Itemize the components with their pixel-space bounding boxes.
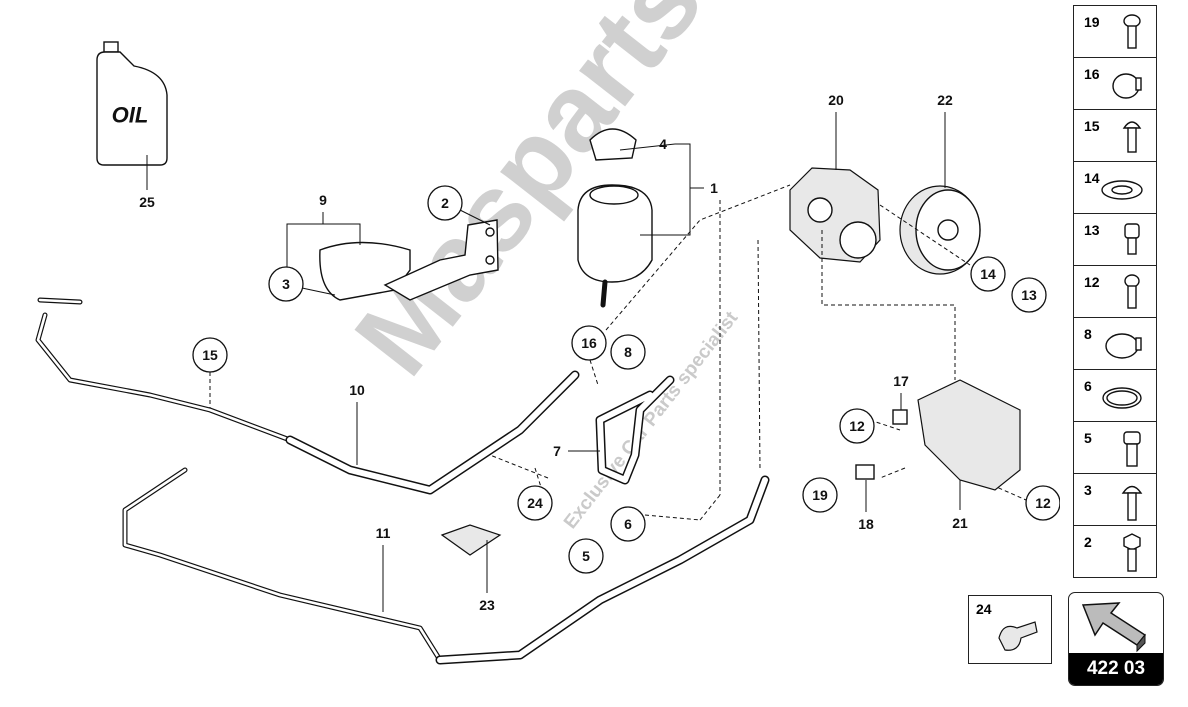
hardware-sidebar: 19 16 15 14 13 12 8 6 5 3 2 bbox=[1073, 5, 1157, 578]
callout-22: 22 bbox=[937, 92, 953, 108]
sidebar-item-3[interactable]: 3 bbox=[1074, 474, 1156, 526]
callout-1: 1 bbox=[710, 180, 718, 196]
callout-label: 15 bbox=[202, 347, 218, 363]
detail-box-24[interactable]: 24 bbox=[968, 595, 1052, 664]
reference-number: 422 03 bbox=[1069, 653, 1163, 685]
callout-5: 5 bbox=[568, 538, 604, 574]
pipe-clip-icon bbox=[998, 621, 1038, 651]
oil-label: OIL bbox=[112, 103, 149, 128]
callout-label: 6 bbox=[624, 516, 632, 532]
callout-17: 17 bbox=[893, 373, 909, 389]
callout-13: 13 bbox=[1011, 277, 1047, 313]
callout-label: 12 bbox=[1035, 495, 1051, 511]
callout-18: 18 bbox=[858, 516, 874, 532]
sidebar-item-16[interactable]: 16 bbox=[1074, 58, 1156, 110]
callout-circle bbox=[1011, 277, 1047, 313]
seal-ring-icon bbox=[1102, 387, 1142, 409]
parts-diagram: OIL 25 9 4 1 20 22 bbox=[35, 41, 1060, 665]
washer-icon bbox=[1101, 180, 1143, 200]
sidebar-item-2[interactable]: 2 bbox=[1074, 526, 1156, 577]
callout-15: 15 bbox=[192, 337, 228, 373]
bolt-flange-icon bbox=[1123, 14, 1141, 49]
sidebar-item-8[interactable]: 8 bbox=[1074, 318, 1156, 370]
callout-16: 16 bbox=[571, 325, 607, 361]
callout-19: 19 bbox=[802, 477, 838, 513]
callout-24: 24 bbox=[517, 485, 553, 521]
oil-can: OIL bbox=[96, 41, 168, 190]
pump-bracket bbox=[917, 379, 1021, 491]
callout-label: 14 bbox=[980, 266, 996, 282]
callout-3: 3 bbox=[268, 266, 304, 302]
sidebar-item-12[interactable]: 12 bbox=[1074, 266, 1156, 318]
hose-clamp-icon bbox=[1105, 333, 1142, 359]
callout-circle bbox=[970, 256, 1006, 292]
callout-14: 14 bbox=[970, 256, 1006, 292]
callout-label: 19 bbox=[812, 487, 828, 503]
callout-21: 21 bbox=[952, 515, 968, 531]
bolt-flange-icon bbox=[1124, 274, 1140, 309]
callout-label: 12 bbox=[849, 418, 865, 434]
callout-circle bbox=[1025, 485, 1060, 521]
callout-circle bbox=[568, 538, 604, 574]
callout-circle bbox=[839, 408, 875, 444]
hose-7 bbox=[595, 375, 675, 485]
callout-12: 12 bbox=[1025, 485, 1060, 521]
callout-10: 10 bbox=[349, 382, 365, 398]
pulley bbox=[899, 185, 981, 275]
callout-label: 24 bbox=[527, 495, 543, 511]
callout-20: 20 bbox=[828, 92, 844, 108]
callout-25: 25 bbox=[139, 194, 155, 210]
clamp-bracket bbox=[319, 219, 499, 301]
sidebar-item-19[interactable]: 19 bbox=[1074, 6, 1156, 58]
callout-2: 2 bbox=[427, 185, 463, 221]
arrow-icon bbox=[1081, 602, 1147, 653]
sidebar-item-13[interactable]: 13 bbox=[1074, 214, 1156, 266]
power-steering-pump bbox=[789, 167, 881, 263]
callout-8: 8 bbox=[610, 334, 646, 370]
pressure-hose bbox=[35, 297, 580, 495]
callout-label: 16 bbox=[581, 335, 597, 351]
callout-7: 7 bbox=[553, 443, 561, 459]
callout-label: 2 bbox=[441, 195, 449, 211]
callout-label: 8 bbox=[624, 344, 632, 360]
callout-4: 4 bbox=[659, 136, 667, 152]
socket-bolt-icon bbox=[1124, 223, 1140, 255]
callout-circle bbox=[802, 477, 838, 513]
pipe-clip-23 bbox=[440, 524, 502, 556]
reference-nav-button[interactable]: 422 03 bbox=[1068, 592, 1164, 686]
callout-9: 9 bbox=[319, 192, 327, 208]
callout-23: 23 bbox=[479, 597, 495, 613]
callout-circle bbox=[427, 185, 463, 221]
callout-circle bbox=[610, 334, 646, 370]
bolt-round-head-icon bbox=[1122, 121, 1142, 153]
hex-bolt-icon bbox=[1123, 533, 1141, 572]
callout-label: 13 bbox=[1021, 287, 1037, 303]
reservoir bbox=[577, 128, 653, 308]
callout-label: 5 bbox=[582, 548, 590, 564]
callout-11: 11 bbox=[376, 525, 391, 541]
callout-12: 12 bbox=[839, 408, 875, 444]
hose-clamp-icon bbox=[1112, 73, 1142, 99]
callout-label: 3 bbox=[282, 276, 290, 292]
sidebar-item-14[interactable]: 14 bbox=[1074, 162, 1156, 214]
callout-circle bbox=[610, 506, 646, 542]
return-hose bbox=[122, 467, 770, 665]
sidebar-item-15[interactable]: 15 bbox=[1074, 110, 1156, 162]
callout-circle bbox=[517, 485, 553, 521]
sidebar-item-6[interactable]: 6 bbox=[1074, 370, 1156, 422]
callout-circle bbox=[268, 266, 304, 302]
callout-6: 6 bbox=[610, 506, 646, 542]
sidebar-item-5[interactable]: 5 bbox=[1074, 422, 1156, 474]
bolt-round-head-icon bbox=[1121, 485, 1143, 521]
callout-circle bbox=[571, 325, 607, 361]
callout-circle bbox=[192, 337, 228, 373]
banjo-bolt-icon bbox=[1123, 431, 1141, 467]
